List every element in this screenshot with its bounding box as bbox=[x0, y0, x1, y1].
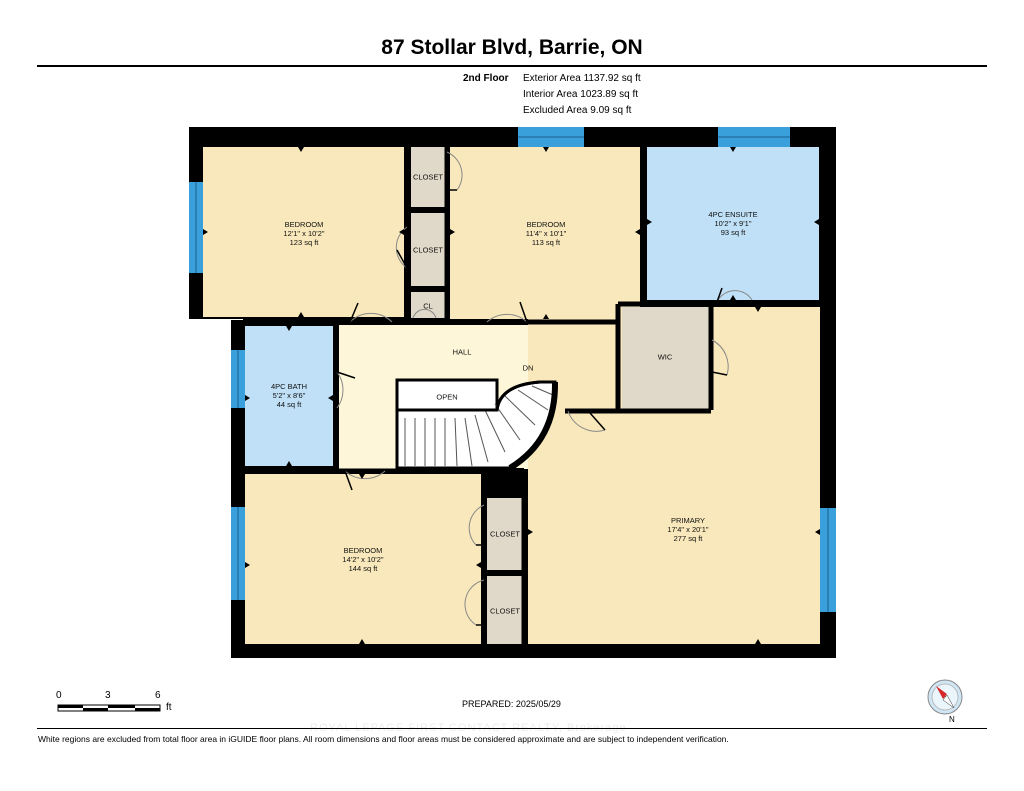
scale-tick-3: 3 bbox=[105, 690, 111, 701]
staircase bbox=[395, 378, 559, 471]
closet-4 bbox=[487, 576, 522, 644]
room-bedroom-1 bbox=[203, 147, 404, 317]
scale-tick-0: 0 bbox=[56, 690, 62, 701]
room-ensuite bbox=[647, 147, 819, 300]
linen-closet-label: CL bbox=[423, 301, 433, 311]
stairs-down-label: DN bbox=[522, 363, 534, 373]
linen-closet bbox=[411, 292, 445, 318]
interior-walls bbox=[245, 147, 820, 645]
door-swings bbox=[336, 151, 753, 626]
floor-name: 2nd Floor bbox=[463, 73, 509, 84]
room-bedroom-2 bbox=[450, 147, 640, 319]
footer-divider bbox=[37, 728, 987, 729]
room-bath bbox=[245, 326, 333, 466]
excluded-area: Excluded Area 9.09 sq ft bbox=[523, 105, 632, 116]
closet-3 bbox=[487, 498, 522, 570]
interior-area: Interior Area 1023.89 sq ft bbox=[523, 89, 639, 100]
room-bedroom-3 bbox=[245, 474, 481, 644]
scale-unit: ft bbox=[166, 702, 172, 713]
scale-tick-6: 6 bbox=[155, 690, 161, 701]
footer-disclaimer: White regions are excluded from total fl… bbox=[38, 734, 729, 744]
closet-4-label: CLOSET bbox=[489, 606, 521, 616]
exterior-area: Exterior Area 1137.92 sq ft bbox=[523, 73, 641, 84]
closet-3-label: CLOSET bbox=[489, 529, 521, 539]
wic-label: WIC bbox=[657, 352, 673, 362]
closet-1 bbox=[411, 147, 445, 207]
scale-bar bbox=[57, 704, 161, 712]
compass-icon bbox=[927, 679, 963, 715]
prepared-date: PREPARED: 2025/05/29 bbox=[462, 699, 561, 709]
open-label: OPEN bbox=[436, 392, 458, 402]
hall-label: HALL bbox=[452, 347, 472, 357]
closet-2 bbox=[411, 213, 445, 286]
closet-2-label: CLOSET bbox=[412, 245, 444, 255]
page-title: 87 Stollar Blvd, Barrie, ON bbox=[381, 36, 643, 59]
compass-north-label: N bbox=[949, 715, 955, 724]
dimension-markers bbox=[203, 147, 820, 644]
closet-1-label: CLOSET bbox=[412, 172, 444, 182]
header-divider bbox=[37, 65, 987, 67]
